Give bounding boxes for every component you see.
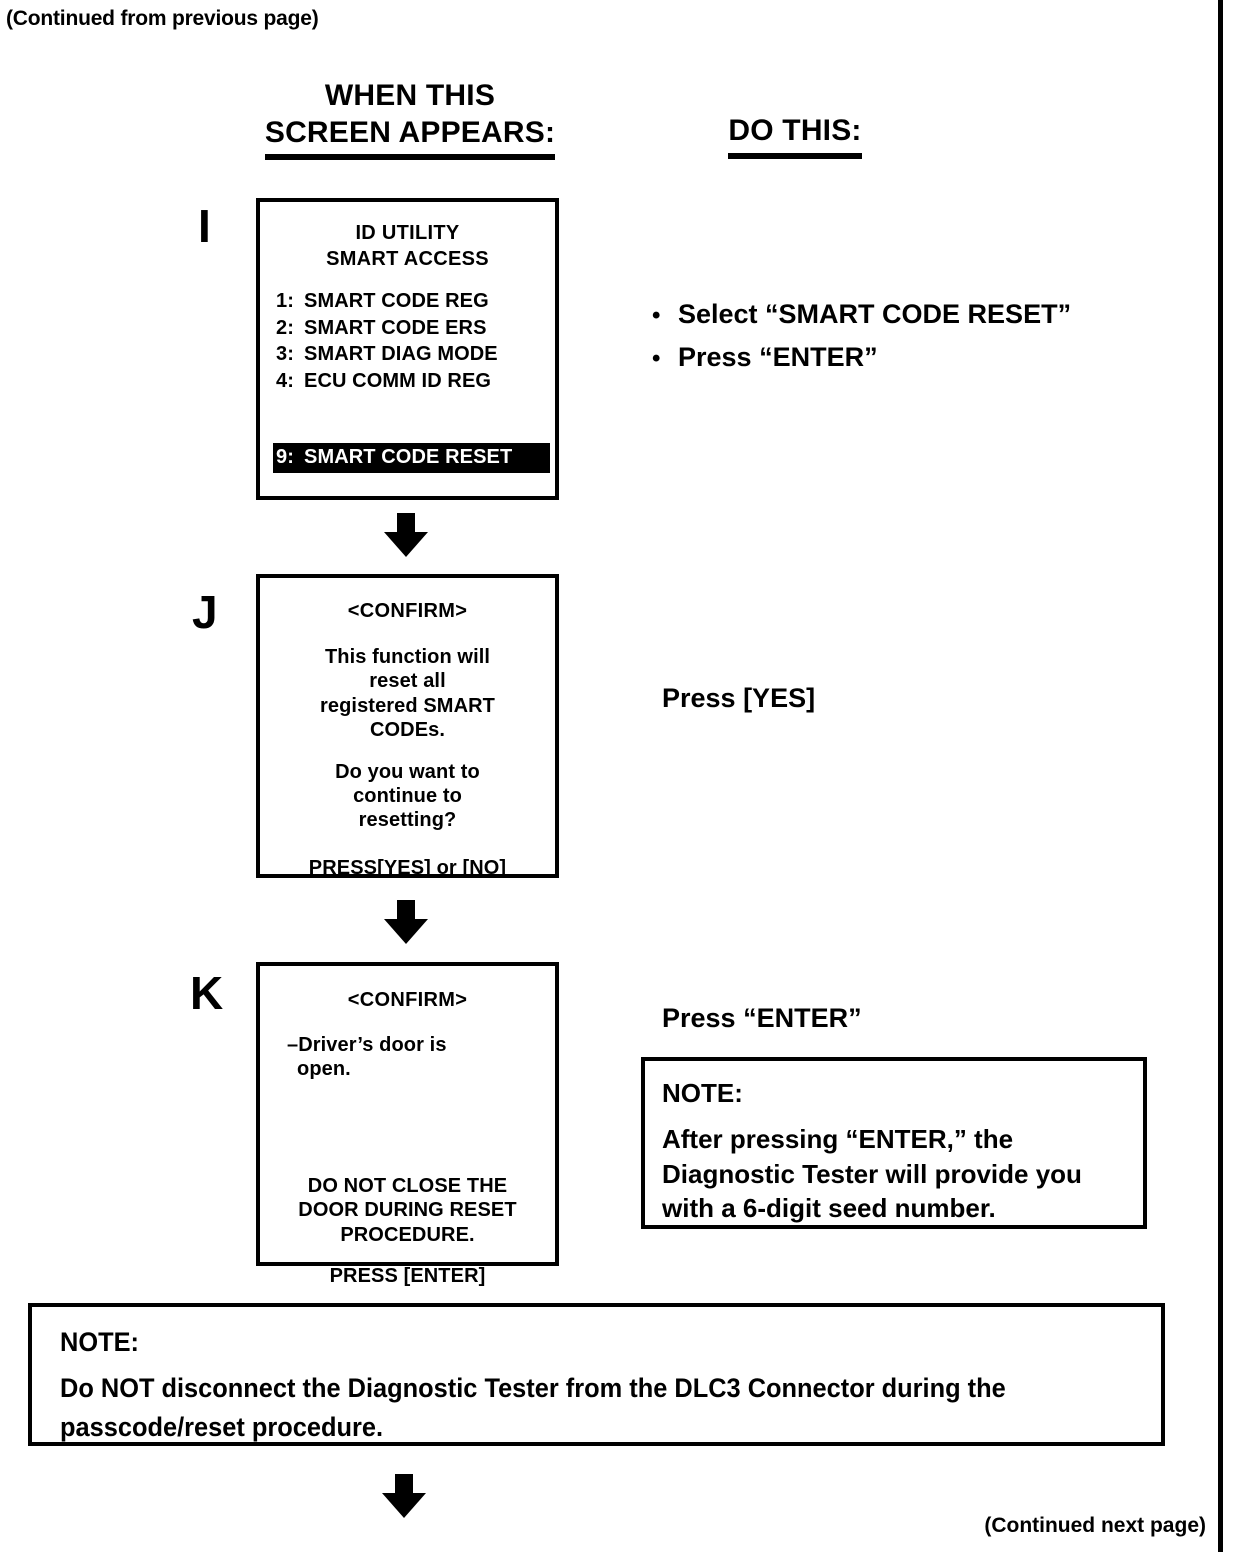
screen-j-paragraph-1: This function will reset all registered … <box>260 645 555 743</box>
flow-arrow-down-icon <box>384 513 428 557</box>
step-i-action-1: • Select “SMART CODE RESET” <box>652 293 1071 336</box>
arrow-head <box>382 1493 426 1518</box>
screen-j-p1-line2: reset all <box>369 670 446 693</box>
screen-k-warning-line1: DO NOT CLOSE THE <box>307 1174 508 1197</box>
screen-i-title-line1: ID UTILITY <box>355 222 460 244</box>
arrow-head <box>384 919 428 944</box>
menu-item-4-label: ECU COMM ID REG <box>304 369 492 392</box>
screen-j-p2-line3: resetting? <box>358 809 457 832</box>
step-j-action-text: Press [YES] <box>662 683 816 713</box>
when-header-line1: WHEN THIS <box>324 79 496 112</box>
screen-j-p2-line1: Do you want to <box>335 760 480 783</box>
step-i-action-2-text: Press “ENTER” <box>678 342 878 373</box>
when-header-line2: SCREEN APPEARS: <box>264 115 556 161</box>
note-bottom-line1: Do NOT disconnect the Diagnostic Tester … <box>60 1373 1006 1403</box>
menu-item-2-label: SMART CODE ERS <box>304 316 487 339</box>
note-bottom-body: Do NOT disconnect the Diagnostic Tester … <box>60 1369 1095 1447</box>
step-i-action-1-text: Select “SMART CODE RESET” <box>678 299 1072 329</box>
menu-item-3-number: 3: <box>276 343 294 366</box>
menu-item-1-number: 1: <box>276 290 294 312</box>
menu-item-3[interactable]: 3: SMART DIAG MODE <box>276 341 555 368</box>
step-letter-k: K <box>190 967 224 1019</box>
step-i-action-2: • Press “ENTER” <box>652 336 1071 379</box>
menu-item-2[interactable]: 2: SMART CODE ERS <box>276 315 555 342</box>
column-header-when-screen-appears: WHEN THIS SCREEN APPEARS: <box>240 78 580 161</box>
continued-next-page-label: (Continued next page) <box>984 1514 1206 1537</box>
screen-j-paragraph-2: Do you want to continue to resetting? <box>260 760 555 833</box>
screen-j-p2-line2: continue to <box>353 784 462 807</box>
step-k-action-text: Press “ENTER” <box>662 1003 862 1033</box>
menu-item-1[interactable]: 1: SMART CODE REG <box>276 288 555 315</box>
step-i-actions: • Select “SMART CODE RESET” • Press “ENTER… <box>652 293 1071 379</box>
screen-i-menu-list: 1: SMART CODE REG 2: SMART CODE ERS 3: SMAR… <box>260 288 555 394</box>
column-header-do-this: DO THIS: <box>645 113 945 159</box>
screen-k-status-line2: open. <box>297 1058 351 1081</box>
screen-k-warning: DO NOT CLOSE THE DOOR DURING RESET PROCE… <box>260 1174 555 1247</box>
screen-k-title: <CONFIRM> <box>347 989 468 1011</box>
note-bottom-line2: passcode/reset procedure. <box>60 1412 384 1443</box>
menu-item-1-label: SMART CODE REG <box>304 290 489 312</box>
menu-item-3-label: SMART DIAG MODE <box>304 343 498 366</box>
screen-j-p1-line4: CODEs. <box>369 719 446 742</box>
arrow-head <box>384 532 428 557</box>
screen-j-p1-line3: registered SMART <box>320 694 495 717</box>
menu-item-4[interactable]: 4: ECU COMM ID REG <box>276 368 555 395</box>
screen-j-p1-line1: This function will <box>324 646 491 668</box>
menu-item-9-label: SMART CODE RESET <box>304 446 513 468</box>
screen-k-status: –Driver’s door is open. <box>260 1033 555 1082</box>
step-letter-i: I <box>198 200 211 252</box>
arrow-stem <box>397 900 415 922</box>
bullet-icon: • <box>652 302 661 329</box>
do-this-header-text: DO THIS: <box>728 113 862 159</box>
tester-screen-i: ID UTILITY SMART ACCESS 1: SMART CODE REG… <box>256 198 559 500</box>
screen-j-footer-prompt: PRESS[YES] or [NO] <box>308 856 507 879</box>
screen-k-warning-line3: PROCEDURE. <box>340 1223 475 1246</box>
note-seed-body: After pressing “ENTER,” the Diagnostic T… <box>662 1122 1143 1226</box>
screen-i-title: ID UTILITY SMART ACCESS <box>260 202 555 272</box>
note-box-seed-number: NOTE: After pressing “ENTER,” the Diagno… <box>641 1057 1147 1229</box>
menu-item-9-selected[interactable]: 9: SMART CODE RESET <box>273 443 550 473</box>
continued-from-previous-label: (Continued from previous page) <box>6 7 319 30</box>
flow-arrow-down-icon <box>382 1474 426 1518</box>
page-edge-rule <box>1218 0 1223 1552</box>
tester-screen-j: <CONFIRM> This function will reset all r… <box>256 574 559 879</box>
step-letter-j: J <box>192 586 218 638</box>
note-seed-line3: with a 6-digit seed number. <box>662 1193 996 1224</box>
menu-item-4-number: 4: <box>276 369 294 392</box>
menu-item-2-number: 2: <box>276 316 294 339</box>
note-seed-line1: After pressing “ENTER,” the <box>662 1124 1014 1154</box>
menu-item-9-number: 9: <box>276 446 294 468</box>
arrow-stem <box>397 513 415 535</box>
screen-i-title-line2: SMART ACCESS <box>326 248 489 270</box>
screen-k-footer-prompt: PRESS [ENTER] <box>329 1264 486 1287</box>
note-bottom-title: NOTE: <box>60 1327 139 1357</box>
arrow-stem <box>395 1474 413 1496</box>
note-box-do-not-disconnect: NOTE: Do NOT disconnect the Diagnostic T… <box>28 1303 1165 1446</box>
screen-k-warning-line2: DOOR DURING RESET <box>298 1199 517 1222</box>
bullet-icon: • <box>652 345 661 373</box>
screen-k-status-line1: –Driver’s door is <box>287 1034 447 1056</box>
screen-j-title: <CONFIRM> <box>347 600 468 622</box>
tester-screen-k: <CONFIRM> –Driver’s door is open. DO NOT… <box>256 962 559 1287</box>
note-seed-title: NOTE: <box>662 1078 743 1108</box>
note-seed-line2: Diagnostic Tester will provide you <box>662 1158 1082 1189</box>
flow-arrow-down-icon <box>384 900 428 944</box>
